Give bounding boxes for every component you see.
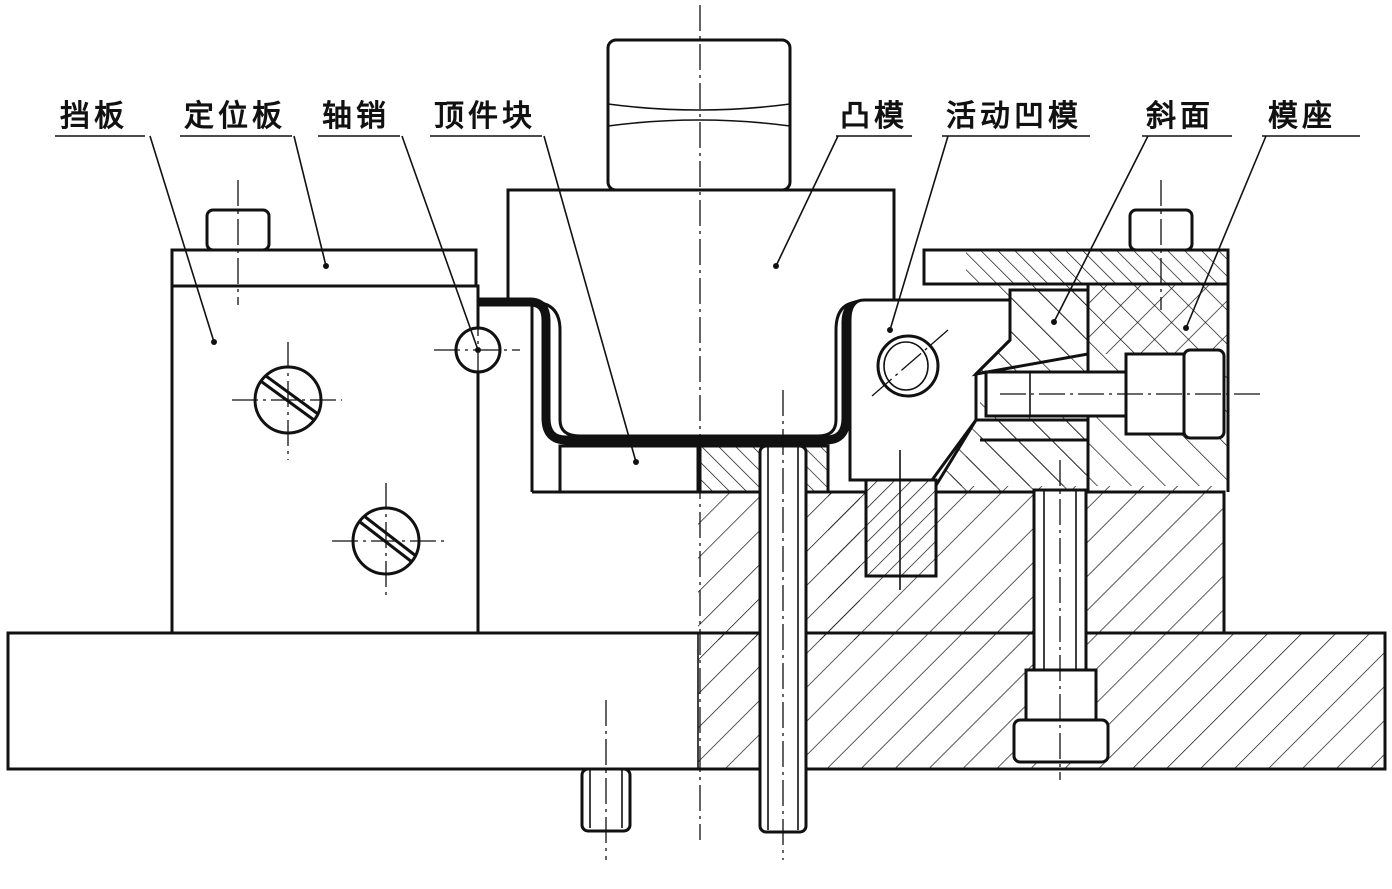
label-baffle: 挡板 — [55, 99, 217, 345]
label-inclined-surface: 斜面 — [1051, 99, 1232, 325]
label-shaft-pin: 轴销 — [318, 99, 481, 353]
ejector-pin — [758, 390, 808, 860]
bottom-screw — [580, 700, 632, 860]
svg-text:模座: 模座 — [1268, 99, 1336, 134]
slotted-screw-lower — [332, 483, 446, 600]
label-ejector-block: 顶件块 — [430, 99, 639, 465]
top-left-screw — [205, 180, 271, 305]
label-die-seat: 模座 — [1183, 99, 1360, 331]
die-guide-block — [864, 450, 938, 590]
svg-text:定位板: 定位板 — [184, 99, 286, 134]
horizontal-bolt — [984, 348, 1260, 440]
workpiece — [478, 297, 863, 445]
punch-body — [506, 188, 896, 438]
baffle-plate — [170, 284, 480, 635]
label-movable-die: 活动凹模 — [887, 99, 1090, 333]
vertical-bolt — [1012, 460, 1110, 780]
movable-die — [848, 298, 1012, 482]
label-locating-plate: 定位板 — [180, 99, 329, 269]
svg-text:活动凹模: 活动凹模 — [946, 99, 1082, 134]
svg-text:轴销: 轴销 — [322, 99, 390, 134]
punch-shank — [606, 38, 792, 192]
base-plate — [6, 631, 1387, 771]
top-right-screw — [1128, 180, 1194, 310]
slotted-screw-upper — [232, 342, 342, 460]
svg-text:挡板: 挡板 — [60, 99, 128, 134]
svg-text:斜面: 斜面 — [1146, 99, 1214, 134]
svg-text:凸模: 凸模 — [840, 99, 908, 134]
label-punch: 凸模 — [773, 99, 912, 269]
svg-text:顶件块: 顶件块 — [434, 99, 536, 134]
